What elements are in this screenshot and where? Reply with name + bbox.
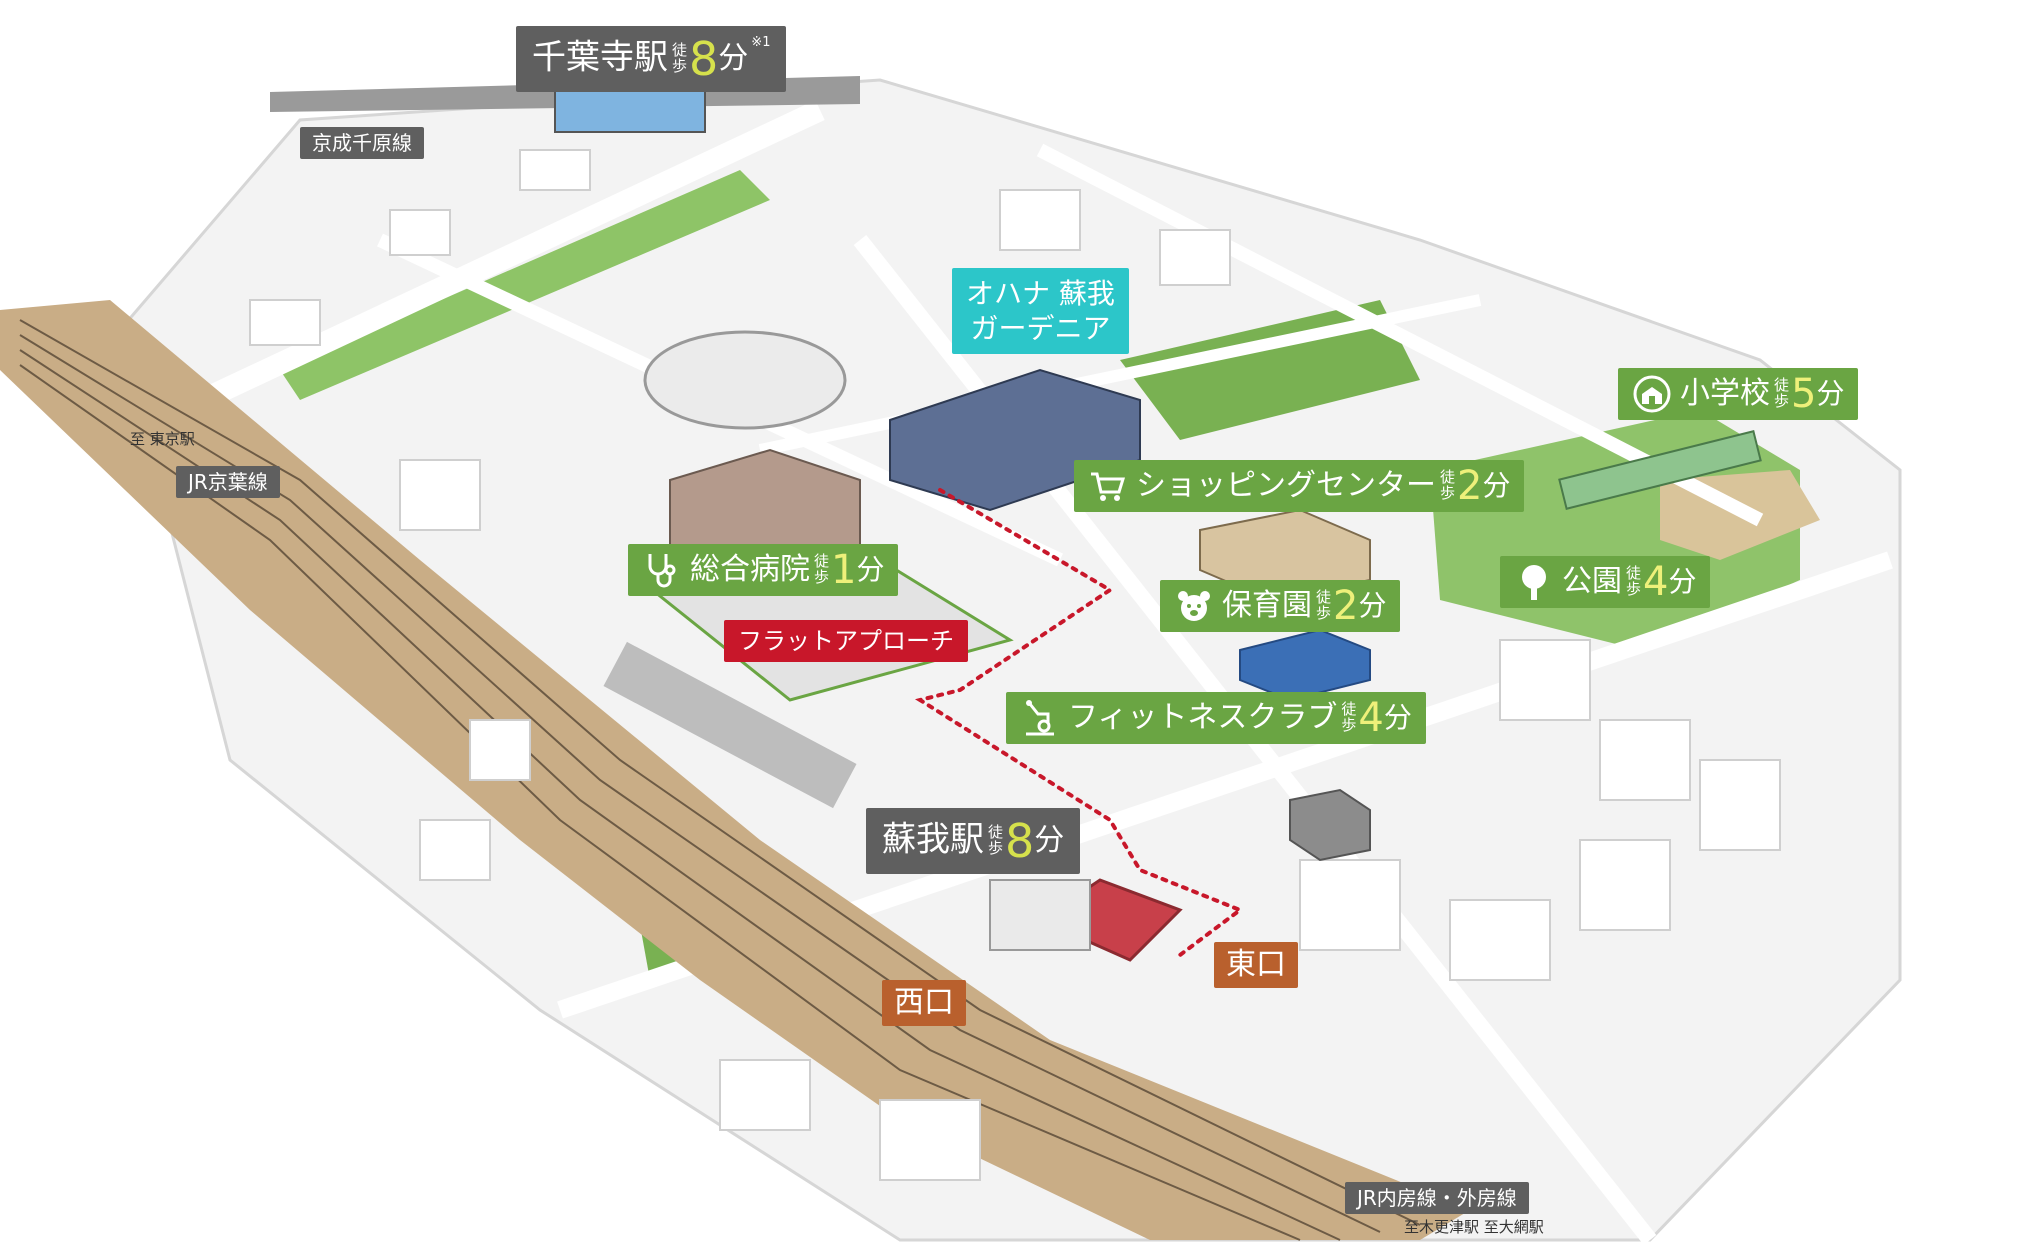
to-south-note: 至木更津駅 至大網駅 <box>1404 1218 1544 1236</box>
walk-minutes: 4 <box>1643 559 1669 605</box>
walk-minutes: 8 <box>1005 814 1035 868</box>
walk-minutes: 2 <box>1457 463 1483 509</box>
footnote-mark: ※1 <box>751 35 771 50</box>
minutes-unit: 分 <box>856 553 885 586</box>
minutes-unit: 分 <box>1358 589 1387 622</box>
minutes-unit: 分 <box>1482 469 1511 502</box>
walk-minutes: 4 <box>1358 695 1384 741</box>
keisei-line-label: 京成千原線 <box>300 127 424 159</box>
station-name: 千葉寺駅 <box>532 37 668 78</box>
buildings <box>249 149 1781 1181</box>
road <box>155 100 825 430</box>
walk-mark: 徒歩 <box>1774 376 1790 410</box>
minutes-unit: 分 <box>1816 377 1845 410</box>
facility-name: 保育園 <box>1222 588 1312 623</box>
soga-station-platform <box>603 641 857 809</box>
walking-route <box>914 488 1245 957</box>
green-belt-north <box>1120 300 1420 440</box>
fitness-building <box>1289 788 1371 862</box>
minutes-unit: 分 <box>1668 565 1697 598</box>
walk-mark: 徒歩 <box>1626 564 1642 598</box>
stethoscope-icon <box>642 550 682 590</box>
property-name-line2: ガーデニア <box>970 312 1111 345</box>
uchibo-line-label: JR内房線・外房線 <box>1345 1182 1529 1214</box>
arena-dome <box>643 330 847 430</box>
walk-minutes: 5 <box>1791 371 1817 417</box>
walk-mark: 徒歩 <box>672 41 688 75</box>
minutes-unit: 分 <box>1383 701 1412 734</box>
property-label: オハナ 蘇我 ガーデニア <box>952 268 1129 354</box>
walk-minutes: 1 <box>831 547 857 593</box>
road <box>1036 143 1764 527</box>
walk-mark: 徒歩 <box>1316 588 1332 622</box>
keiyo-line-label: JR京葉線 <box>176 466 280 498</box>
walk-mark: 徒歩 <box>1341 700 1357 734</box>
minutes-unit: 分 <box>1034 823 1065 858</box>
tree-avenue <box>280 170 770 400</box>
walk-mark: 徒歩 <box>814 552 830 586</box>
school-icon <box>1632 374 1672 414</box>
road <box>758 294 1482 456</box>
facility-name: 小学校 <box>1680 376 1770 411</box>
to-tokyo-note: 至 東京駅 <box>130 430 195 448</box>
facility-name: 総合病院 <box>690 552 810 587</box>
property-name-line1: オハナ 蘇我 <box>966 277 1115 310</box>
walk-mark: 徒歩 <box>1440 468 1456 502</box>
shopping-cart-icon <box>1088 466 1128 506</box>
rail-bed <box>0 300 1470 1240</box>
east-exit-label: 東口 <box>1214 942 1298 988</box>
tree-icon <box>1514 562 1554 602</box>
school-building <box>1558 430 1762 510</box>
minutes-unit: 分 <box>718 41 749 76</box>
walk-mark: 徒歩 <box>988 823 1004 857</box>
walk-minutes: 8 <box>689 32 719 86</box>
station-name: 蘇我駅 <box>882 819 984 860</box>
west-exit-label: 西口 <box>882 980 966 1026</box>
nursery-bear-icon <box>1174 586 1214 626</box>
soga-station-building <box>989 879 1091 951</box>
facility-name: フィットネスクラブ <box>1068 700 1338 735</box>
facility-name: ショッピングセンター <box>1136 468 1436 503</box>
exercise-bike-icon <box>1020 698 1060 738</box>
facility-name: 公園 <box>1562 564 1622 599</box>
flat-approach-label: フラットアプローチ <box>724 620 968 662</box>
walk-minutes: 2 <box>1333 583 1359 629</box>
